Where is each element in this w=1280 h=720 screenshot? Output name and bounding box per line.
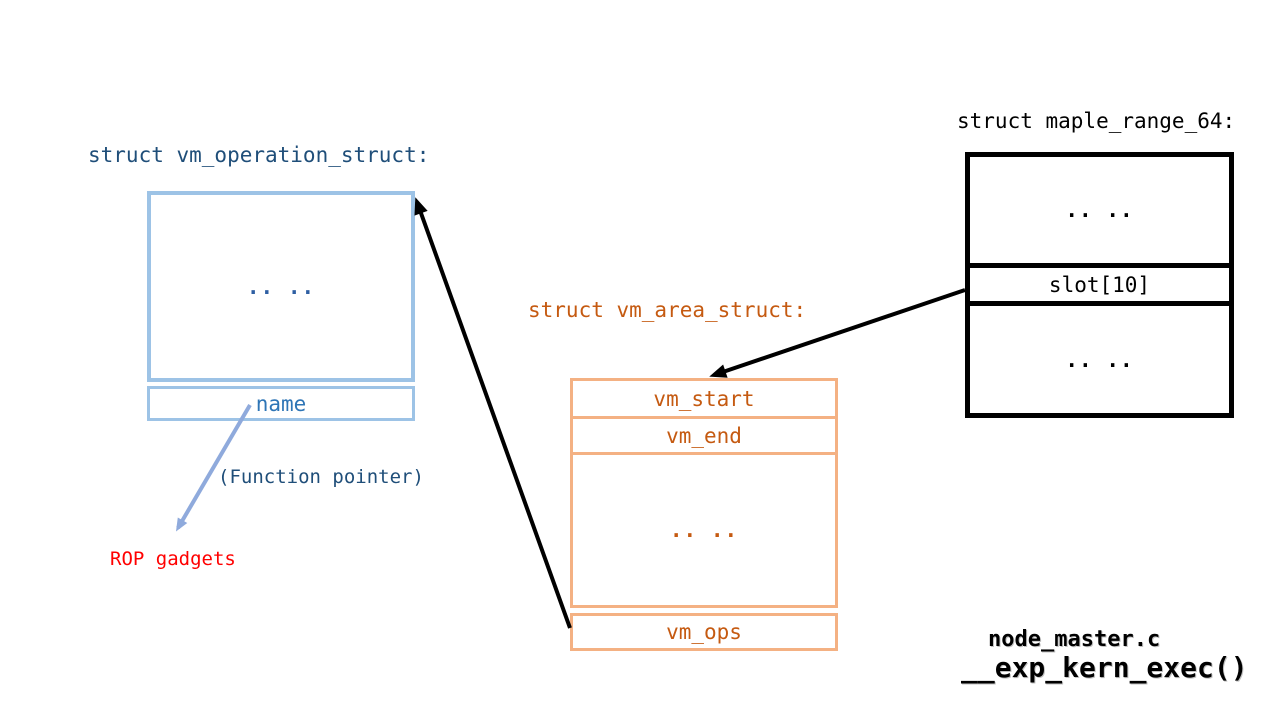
vm-area-struct-title: struct vm_area_struct: <box>528 298 807 322</box>
slot-10-label: slot[10] <box>1048 272 1151 297</box>
function-pointer-note: (Function pointer) <box>218 466 424 488</box>
vm-start-label: vm_start <box>653 386 755 411</box>
vm-operation-struct-name-field: name <box>147 386 415 421</box>
maple-top-ellipsis-row: .. .. <box>970 157 1229 268</box>
vm-start-field: vm_start <box>573 381 835 419</box>
vm-end-label: vm_end <box>666 423 742 448</box>
vm-area-struct-body-box: vm_start vm_end .. .. <box>570 378 838 608</box>
maple-range-64-title: struct maple_range_64: <box>957 109 1236 133</box>
ellipsis-placeholder: .. .. <box>246 274 316 299</box>
source-file-label: node_master.c <box>988 627 1161 652</box>
source-function-label: __exp_kern_exec() <box>961 651 1248 684</box>
maple-range-64-box: .. .. slot[10] .. .. <box>965 152 1234 418</box>
rop-gadgets-label: ROP gadgets <box>110 548 236 570</box>
maple-bottom-ellipsis-row: .. .. <box>970 306 1229 413</box>
vm-area-ellipsis-row: .. .. <box>573 455 835 605</box>
ellipsis-placeholder: .. .. <box>669 518 739 542</box>
slot-10-field: slot[10] <box>970 268 1229 306</box>
name-field-label: name <box>255 391 307 416</box>
ellipsis-placeholder: .. .. <box>1065 198 1134 222</box>
arrow-vmops-to-vm-operation-struct <box>414 197 572 629</box>
vm-ops-label: vm_ops <box>666 620 742 644</box>
ellipsis-placeholder: .. .. <box>1065 347 1134 372</box>
vm-operation-struct-title: struct vm_operation_struct: <box>88 143 430 167</box>
vm-end-field: vm_end <box>573 419 835 455</box>
vm-ops-field: vm_ops <box>570 613 838 651</box>
vm-operation-struct-body-box: .. .. <box>147 191 415 382</box>
